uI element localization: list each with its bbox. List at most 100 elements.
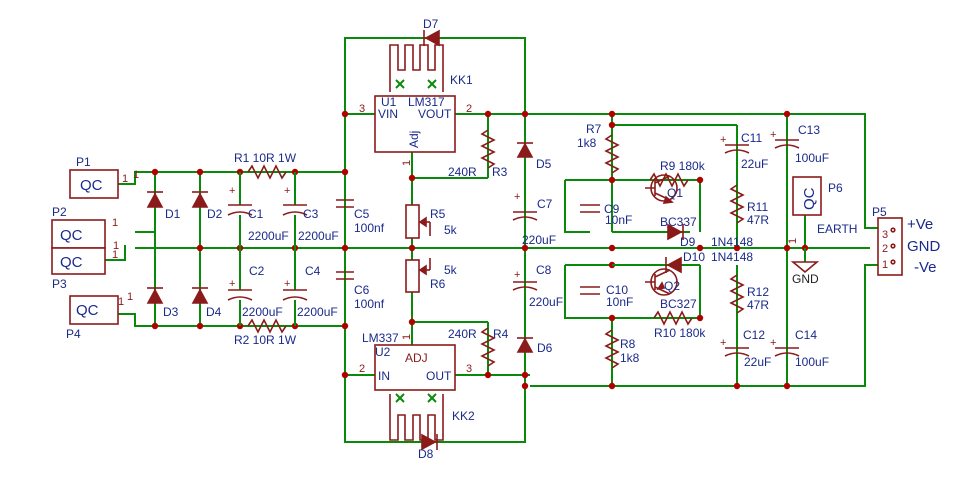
svg-text:2: 2 — [359, 363, 365, 375]
connector-p4: QC P4 1 1 — [66, 291, 133, 341]
svg-text:2200uF: 2200uF — [297, 305, 338, 319]
svg-text:D4: D4 — [206, 305, 222, 319]
svg-text:3: 3 — [882, 229, 888, 241]
diode-d2: D2 — [191, 191, 223, 221]
heatsink-kk1: KK1 — [389, 44, 473, 92]
svg-text:R9 180k: R9 180k — [660, 159, 706, 173]
diode-d6: D6 — [516, 337, 553, 355]
connector-p1: QC P1 1 1 — [69, 155, 139, 199]
svg-text:D9: D9 — [680, 235, 696, 249]
svg-text:D2: D2 — [207, 207, 223, 221]
svg-text:10nF: 10nF — [605, 213, 632, 227]
svg-text:1: 1 — [127, 291, 133, 303]
svg-text:+: + — [514, 269, 520, 281]
svg-text:OUT: OUT — [426, 369, 452, 383]
svg-text:R5: R5 — [430, 207, 446, 221]
diode-d4: D4 — [191, 287, 222, 319]
svg-text:R6: R6 — [430, 277, 446, 291]
capacitor-c8: + C8 220uF — [512, 263, 563, 309]
resistor-r9: R9 180k — [649, 159, 706, 188]
svg-text:+: + — [284, 185, 290, 197]
svg-text:C11: C11 — [741, 131, 762, 145]
svg-text:220uF: 220uF — [529, 295, 563, 309]
resistor-r11: R11 47R — [729, 184, 769, 227]
svg-text:R3: R3 — [492, 165, 508, 179]
capacitor-c12: + C12 22uF — [720, 328, 771, 369]
svg-text:1: 1 — [787, 238, 799, 244]
diode-d5: D5 — [516, 142, 552, 171]
potentiometer-r6: 5k R6 — [405, 258, 458, 293]
svg-text:P1: P1 — [76, 155, 91, 169]
svg-text:U2: U2 — [375, 345, 391, 359]
svg-text:Q1: Q1 — [667, 186, 683, 200]
svg-text:KK1: KK1 — [450, 73, 473, 87]
svg-text:47R: 47R — [747, 298, 769, 312]
svg-text:R12: R12 — [747, 285, 769, 299]
svg-text:5k: 5k — [444, 263, 458, 277]
svg-text:QC: QC — [80, 177, 103, 194]
svg-text:QC: QC — [76, 302, 99, 319]
svg-text:R2 10R 1W: R2 10R 1W — [234, 333, 297, 347]
svg-text:1: 1 — [118, 296, 124, 308]
svg-text:5k: 5k — [444, 223, 458, 237]
svg-text:BC327: BC327 — [660, 297, 697, 311]
svg-text:+: + — [514, 191, 520, 203]
svg-text:1: 1 — [112, 249, 118, 261]
svg-text:1: 1 — [882, 259, 888, 271]
svg-text:100nf: 100nf — [354, 221, 385, 235]
svg-text:P2: P2 — [52, 205, 67, 219]
ground-symbol: GND — [790, 248, 820, 286]
svg-text:C2: C2 — [249, 264, 265, 278]
svg-text:IN: IN — [378, 369, 390, 383]
resistor-r7: R7 1k8 — [577, 122, 620, 174]
svg-text:C12: C12 — [743, 328, 765, 342]
resistor-r4: 240R R4 — [448, 327, 509, 367]
svg-text:BC337: BC337 — [660, 215, 697, 229]
svg-text:-Ve: -Ve — [914, 259, 937, 276]
svg-text:VIN: VIN — [378, 107, 398, 121]
svg-text:+: + — [720, 134, 726, 146]
capacitor-c4: + C4 2200uF — [282, 248, 338, 326]
svg-text:C9: C9 — [604, 202, 620, 216]
capacitor-c2: + C2 2200uF — [227, 248, 283, 326]
svg-text:1: 1 — [401, 334, 413, 340]
svg-text:1: 1 — [112, 217, 118, 229]
svg-text:+Ve: +Ve — [907, 216, 933, 233]
svg-text:C14: C14 — [795, 328, 817, 342]
svg-text:1N4148: 1N4148 — [711, 250, 753, 264]
svg-text:LM337: LM337 — [362, 331, 399, 345]
svg-text:R7: R7 — [586, 122, 602, 136]
svg-text:C6: C6 — [354, 283, 370, 297]
capacitor-c10: C10 10nF — [580, 283, 633, 309]
svg-text:D8: D8 — [418, 447, 434, 461]
svg-text:100nf: 100nf — [354, 297, 385, 311]
svg-text:D7: D7 — [423, 17, 439, 31]
svg-text:+: + — [284, 278, 290, 290]
resistor-r2: R2 10R 1W — [234, 318, 297, 347]
svg-text:+: + — [770, 129, 776, 141]
svg-text:+: + — [229, 185, 235, 197]
svg-text:1k8: 1k8 — [577, 136, 597, 150]
svg-text:EARTH: EARTH — [817, 222, 857, 236]
regulator-u1: U1 LM317 VIN VOUT Adj 3 2 1 — [359, 95, 472, 166]
svg-text:240R: 240R — [448, 327, 477, 341]
diode-d3: D3 — [146, 287, 179, 319]
svg-text:C3: C3 — [303, 207, 319, 221]
svg-text:C5: C5 — [354, 207, 370, 221]
svg-text:100uF: 100uF — [795, 355, 829, 369]
svg-text:Q2: Q2 — [664, 279, 680, 293]
svg-text:1: 1 — [133, 169, 139, 181]
resistor-r12: R12 47R — [729, 274, 769, 314]
svg-text:ADJ: ADJ — [405, 351, 428, 365]
capacitor-c14: + C14 100uF — [770, 328, 829, 369]
svg-text:22uF: 22uF — [744, 355, 771, 369]
svg-text:+: + — [720, 337, 726, 349]
svg-text:220uF: 220uF — [522, 233, 556, 247]
svg-text:C8: C8 — [536, 263, 552, 277]
potentiometer-r5: R5 5k — [405, 204, 458, 239]
svg-text:2200uF: 2200uF — [242, 305, 283, 319]
svg-text:R11: R11 — [747, 200, 768, 214]
capacitor-c3: + C3 2200uF — [282, 172, 339, 248]
svg-text:VOUT: VOUT — [418, 107, 452, 121]
